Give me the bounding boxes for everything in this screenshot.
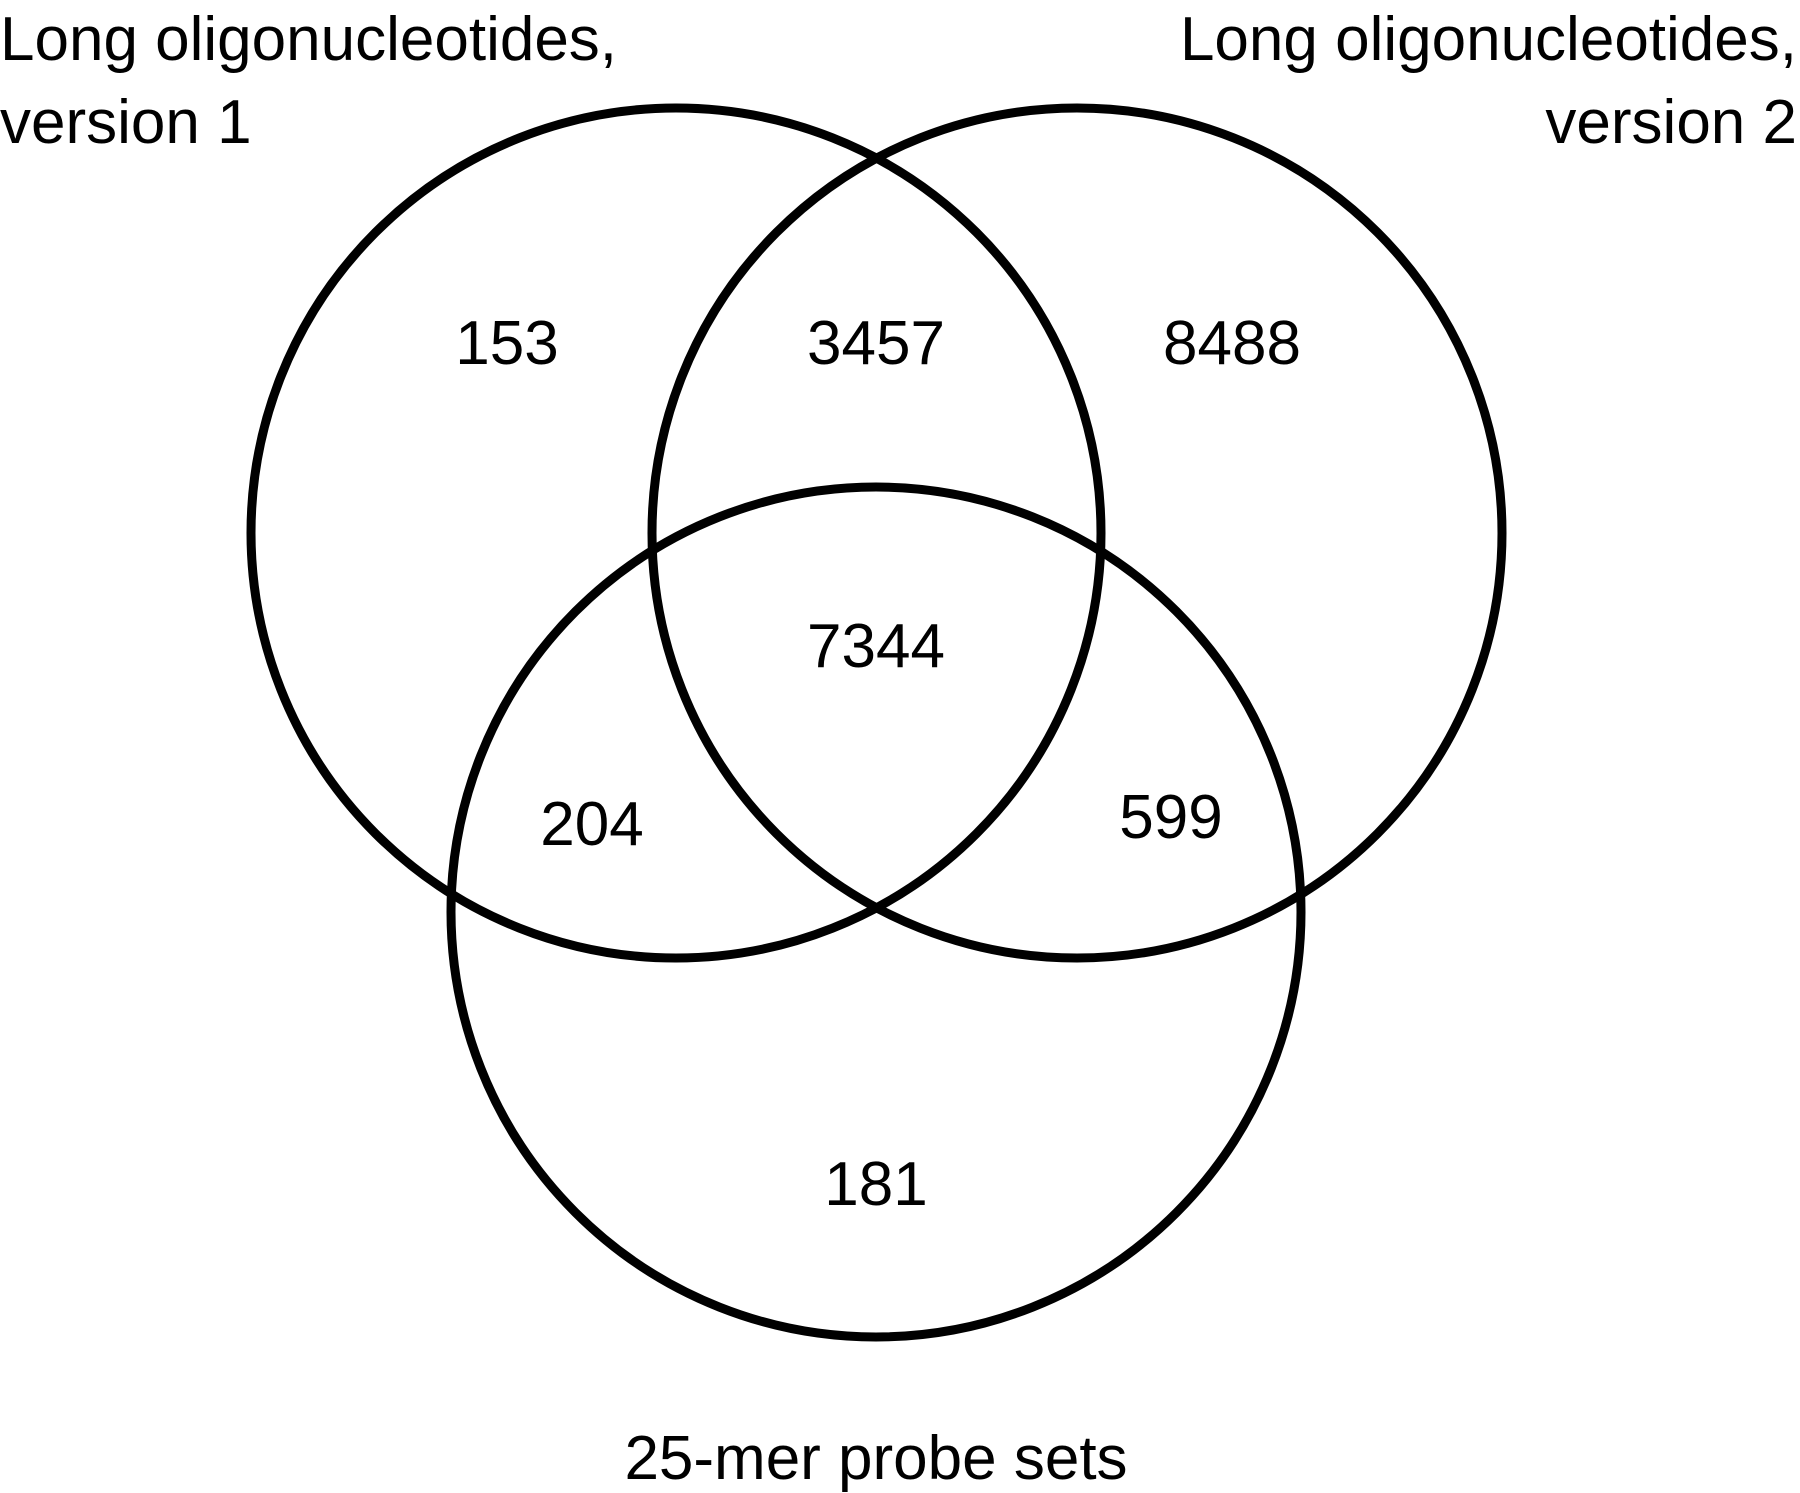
label-version-2-line2: version 2 — [1545, 88, 1797, 157]
count-version-2-and-probes: 599 — [1119, 783, 1222, 852]
label-version-1-line1: Long oligonucleotides, — [0, 5, 617, 74]
count-version-2-only: 8488 — [1163, 309, 1301, 378]
label-version-2-line1: Long oligonucleotides, — [1180, 5, 1797, 74]
count-version-1-and-2: 3457 — [807, 309, 945, 378]
label-version-1-line2: version 1 — [0, 88, 252, 157]
circle-version-2 — [647, 103, 1507, 963]
circle-25mer-probe-sets — [446, 482, 1306, 1342]
label-25mer-probe-sets: 25-mer probe sets — [624, 1424, 1127, 1493]
count-probes-only: 181 — [824, 1150, 927, 1219]
count-all-three: 7344 — [807, 612, 945, 681]
circle-version-1 — [246, 103, 1106, 963]
count-version-1-only: 153 — [455, 309, 558, 378]
count-version-1-and-probes: 204 — [540, 790, 643, 859]
